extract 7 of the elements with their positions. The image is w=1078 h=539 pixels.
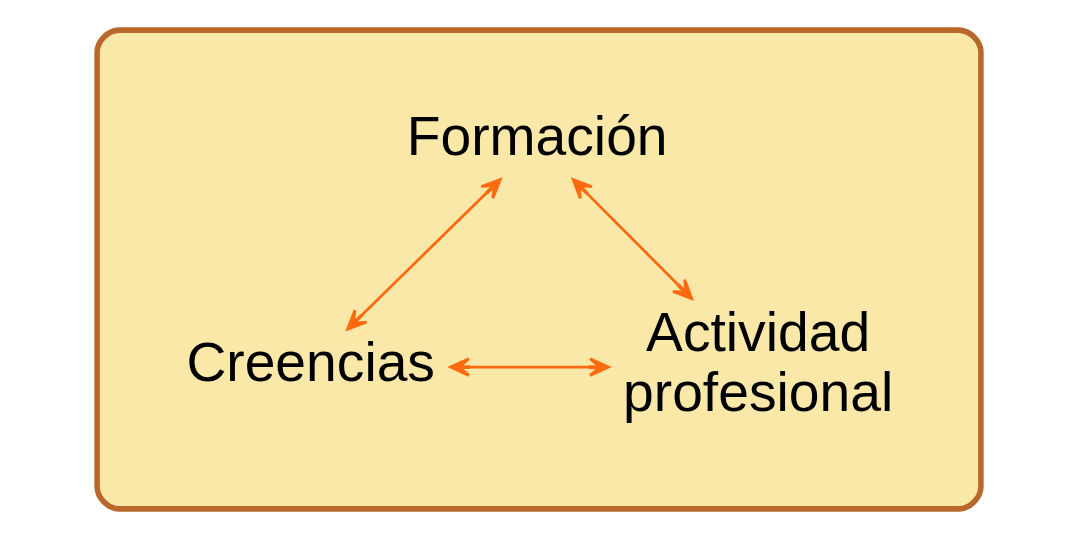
node-text: Formación — [406, 105, 668, 168]
node-text: Actividad profesional — [623, 300, 894, 424]
cluster — [94, 27, 984, 512]
arrow — [346, 178, 502, 331]
node-text: Creencias — [186, 330, 435, 393]
arrow — [571, 178, 694, 301]
arrow — [449, 357, 610, 377]
